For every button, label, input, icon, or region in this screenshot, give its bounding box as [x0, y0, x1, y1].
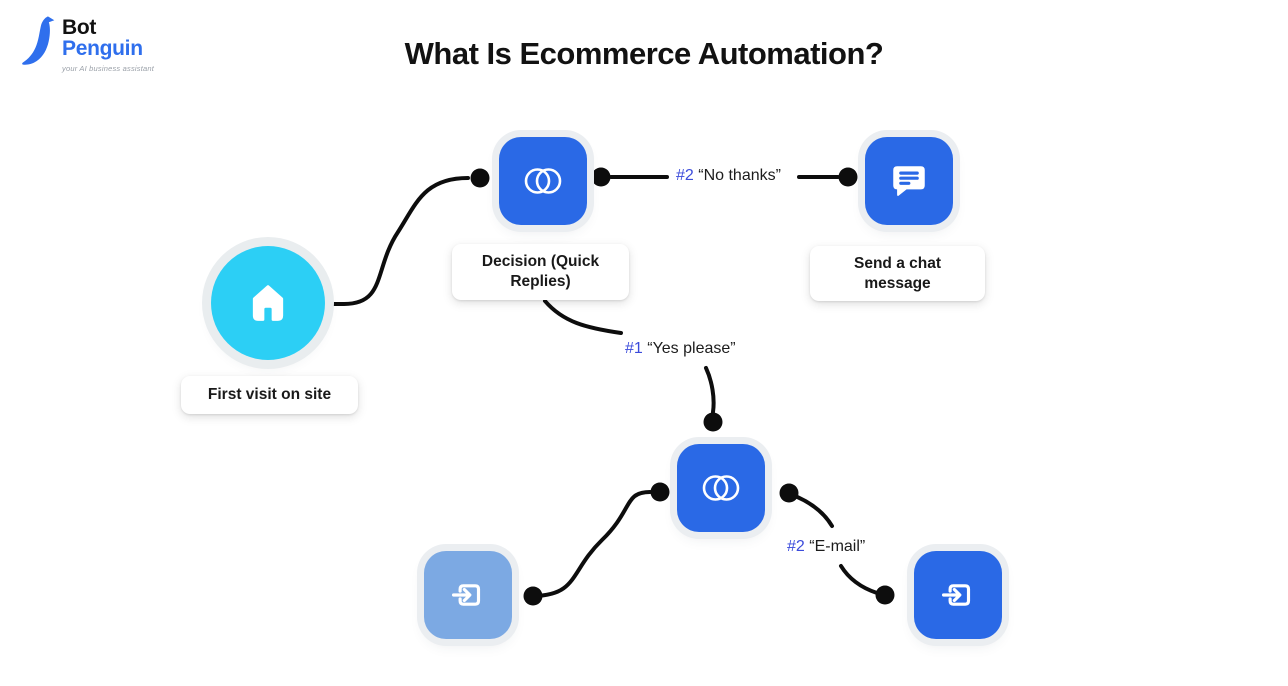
edge-label-yes-please: #1 “Yes please” — [625, 340, 736, 358]
caption-first-visit: First visit on site — [181, 376, 358, 414]
port-actionleft-out[interactable] — [523, 586, 543, 606]
quick-replies-icon — [524, 168, 562, 194]
edge-first-visit-to-decision1 — [323, 176, 470, 306]
edge-label-yes-please-text: “Yes please” — [647, 340, 736, 357]
edge-decision1-to-decision2-upper — [543, 299, 623, 335]
botpenguin-logo-text: Bot Penguin your AI business assistant — [62, 14, 154, 73]
edge-decision2-to-actionright-lower — [839, 564, 879, 595]
caption-decision-1-text: Decision (Quick Replies) — [481, 253, 600, 290]
node-first-visit[interactable] — [211, 246, 325, 360]
quick-replies-icon — [702, 475, 740, 501]
edge-label-email-text: “E-mail” — [809, 538, 866, 555]
edge-decision1-to-decision2-lower — [704, 366, 716, 414]
edge-label-no-thanks: #2 “No thanks” — [676, 167, 781, 185]
edge-label-no-thanks-number: #2 — [676, 167, 694, 184]
exit-icon — [451, 584, 481, 606]
port-decision1-in[interactable] — [470, 168, 490, 188]
exit-icon — [941, 584, 971, 606]
port-decision2-in-left[interactable] — [650, 482, 670, 502]
logo-penguin-word: Penguin — [62, 37, 143, 61]
botpenguin-logo: Bot Penguin your AI business assistant — [22, 14, 154, 73]
logo-tagline: your AI business assistant — [62, 63, 155, 73]
port-decision1-out[interactable] — [591, 167, 611, 187]
edge-label-no-thanks-text: “No thanks” — [698, 167, 781, 184]
node-decision-1[interactable] — [499, 137, 587, 225]
port-decision2-in-top[interactable] — [703, 412, 723, 432]
edge-label-email-number: #2 — [787, 538, 805, 555]
caption-send-chat-text: Send a chat message — [854, 254, 941, 292]
edge-label-email: #2 “E-mail” — [787, 538, 865, 556]
caption-send-chat: Send a chat message — [810, 246, 985, 301]
edge-actionleft-to-decision2 — [532, 490, 652, 598]
port-decision2-out[interactable] — [779, 483, 799, 503]
port-actionright-in[interactable] — [875, 585, 895, 605]
node-action-left[interactable] — [424, 551, 512, 639]
botpenguin-penguin-icon — [22, 16, 55, 65]
port-chat-in[interactable] — [838, 167, 858, 187]
page-title: What Is Ecommerce Automation? — [404, 36, 884, 71]
caption-first-visit-text: First visit on site — [207, 386, 332, 404]
chat-message-icon — [893, 166, 925, 196]
edge-label-yes-please-number: #1 — [625, 340, 643, 357]
home-icon — [252, 285, 284, 321]
logo-bot-word: Bot — [62, 16, 97, 39]
caption-decision-1: Decision (Quick Replies) — [452, 244, 629, 300]
node-decision-2[interactable] — [677, 444, 765, 532]
node-send-chat[interactable] — [865, 137, 953, 225]
node-action-right[interactable] — [914, 551, 1002, 639]
